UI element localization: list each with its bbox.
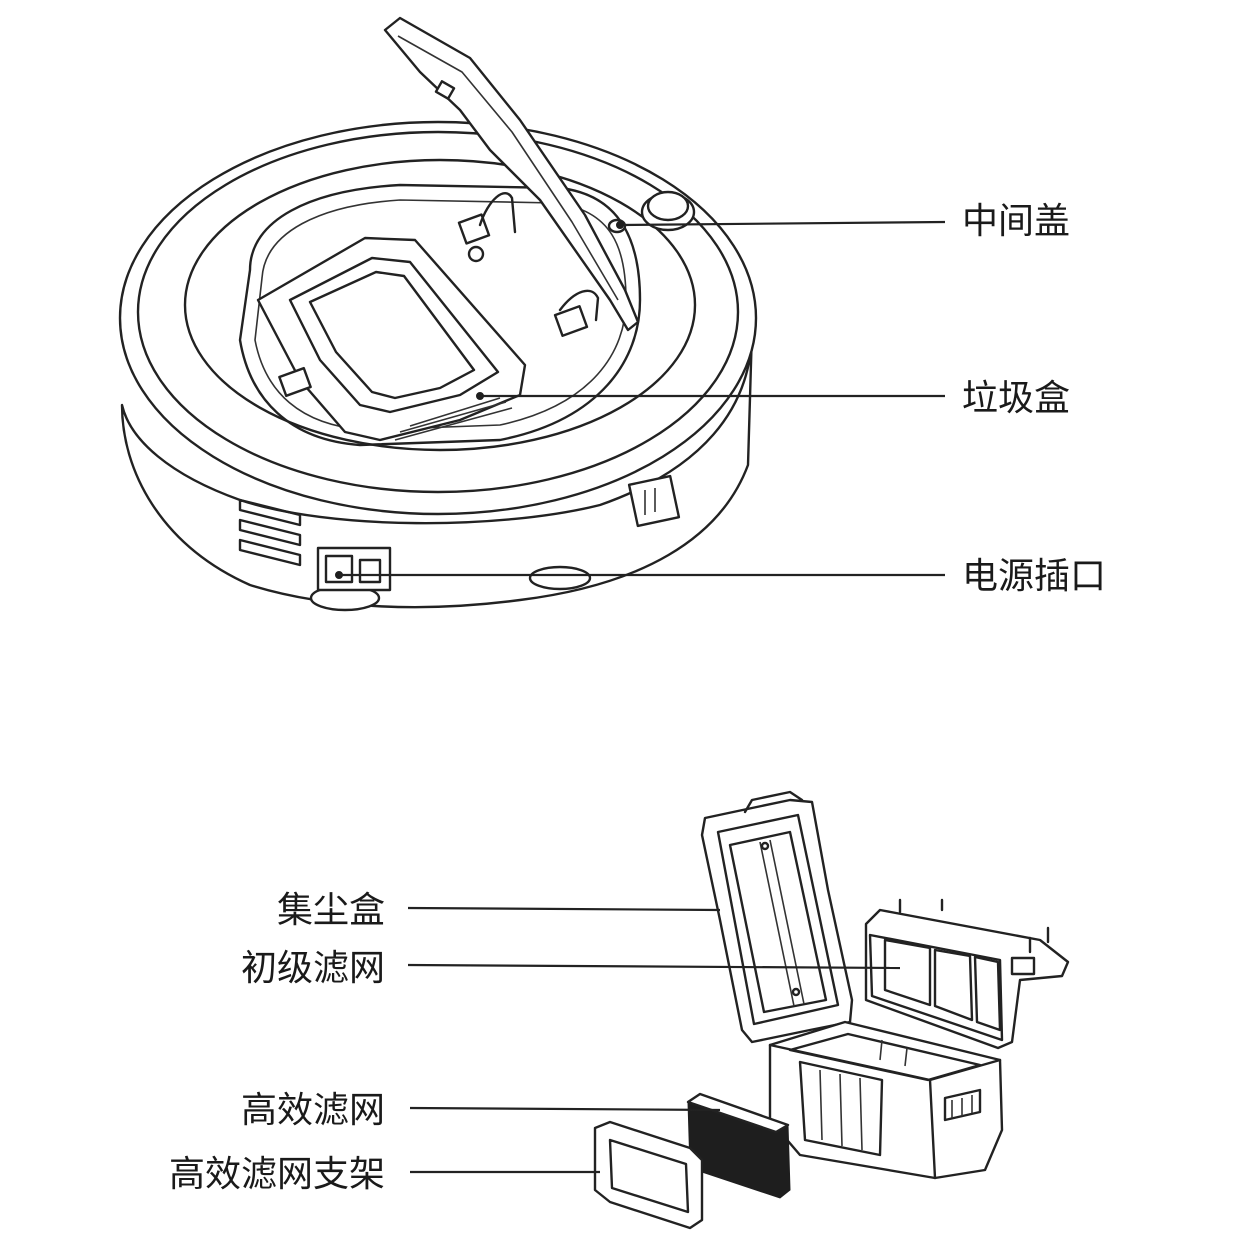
leader-primary-filter	[407, 963, 901, 970]
bin-lid-screw-bottom	[791, 987, 801, 997]
hepa-holder-inner	[608, 1138, 690, 1214]
robot-wheel-right	[528, 565, 592, 591]
primary-filter-frame-inner	[868, 933, 1004, 1042]
label-primary-filter: 初级滤网	[241, 948, 385, 989]
robot-side-sensor-inner	[644, 488, 656, 515]
robot-open-cover-edge	[397, 35, 619, 301]
robot-side-vents	[238, 498, 302, 567]
robot-top-inner	[183, 158, 697, 452]
label-hepa-filter: 高效滤网	[241, 1090, 385, 1131]
leader-dust-box	[407, 906, 721, 912]
primary-filter-clip	[1010, 956, 1036, 976]
robot-vacuum-illustration	[118, 16, 758, 612]
bin-lid-screw-top	[760, 841, 770, 851]
bin-lid-top-tab	[743, 790, 804, 814]
robot-cover-hinge-arm	[478, 192, 600, 322]
label-middle-cover: 中间盖	[962, 201, 1070, 242]
robot-power-button	[646, 190, 690, 222]
bin-body-side-vent	[943, 1088, 982, 1122]
robot-side-sensor	[627, 474, 681, 528]
robot-bin-bay	[238, 183, 642, 447]
bin-body-ribs	[819, 1039, 908, 1151]
robot-cover-tab	[434, 80, 456, 100]
leader-middle-cover-dot	[616, 221, 624, 229]
primary-filter-cell-3	[973, 955, 1002, 1032]
robot-top-rim	[136, 130, 740, 494]
label-hepa-filter-holder: 高效滤网支架	[169, 1154, 385, 1195]
primary-filter-posts	[898, 898, 1050, 954]
robot-bin-grille	[394, 397, 513, 441]
primary-filter-cell-1	[883, 938, 932, 1007]
bin-body-inner	[788, 1032, 982, 1082]
robot-hinge-right	[553, 305, 589, 337]
dust-bin-illustration	[593, 790, 1070, 1230]
leader-dust-bin-dot	[476, 392, 484, 400]
hepa-holder-outer	[593, 1120, 704, 1230]
label-dust-box: 集尘盒	[277, 890, 385, 931]
leader-middle-cover	[619, 220, 946, 227]
robot-dust-bin	[256, 236, 527, 442]
bin-body-side-vent-lines	[951, 1095, 973, 1118]
robot-power-port-switch	[358, 558, 382, 584]
label-dust-bin: 垃圾盒	[962, 378, 1070, 419]
bin-lid-panel	[728, 830, 828, 1014]
robot-screw	[467, 245, 485, 263]
robot-dust-bin-window	[308, 270, 476, 400]
bin-body-cavity	[798, 1060, 884, 1157]
hepa-filter-edge	[686, 1092, 790, 1134]
bin-lid-panel-lines	[759, 839, 805, 1007]
robot-latch-left	[278, 366, 312, 398]
leader-hepa-filter	[409, 1106, 721, 1112]
primary-filter-cell-2	[933, 948, 974, 1022]
robot-dust-bin-inner	[288, 256, 500, 414]
label-power-port: 电源插口	[962, 556, 1106, 597]
bin-lid-inner	[716, 813, 840, 1026]
